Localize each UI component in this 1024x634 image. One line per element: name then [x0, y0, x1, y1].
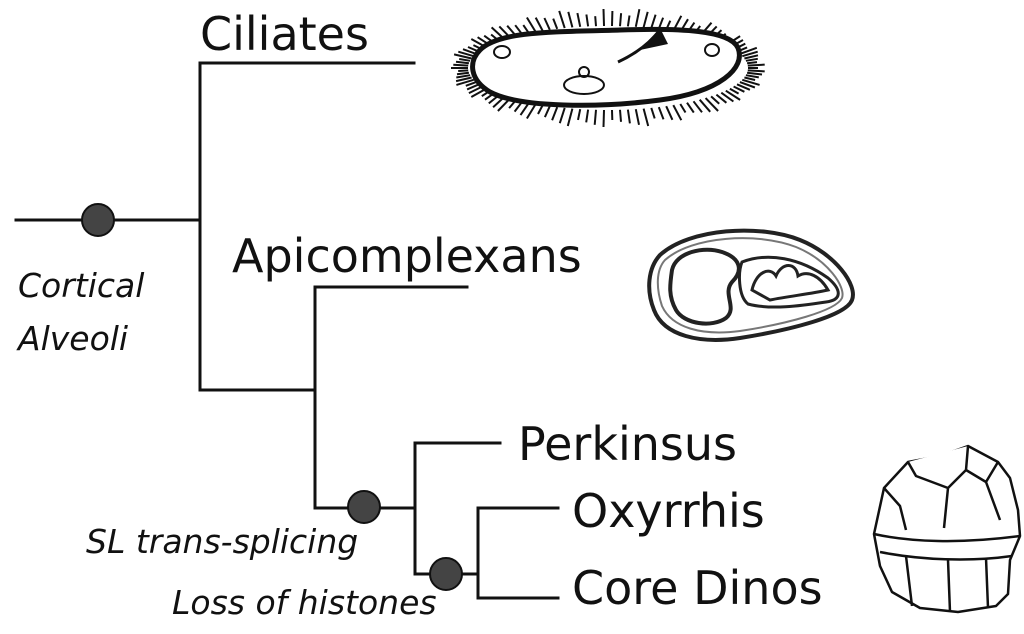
cortical-alveoli-node: [81, 203, 115, 237]
cilium: [744, 54, 759, 60]
cilium: [626, 109, 631, 124]
cilium: [747, 69, 765, 73]
taxon-label-core-dinos: Core Dinos: [572, 561, 823, 615]
event-label-sl-trans-splicing: SL trans-splicing: [86, 522, 358, 561]
cilium: [458, 50, 474, 58]
cilium: [657, 106, 665, 120]
loss-of-histones-node: [429, 557, 463, 591]
cilium: [745, 74, 759, 79]
cilium: [453, 53, 472, 60]
cilium: [672, 104, 683, 121]
cilium: [577, 108, 582, 121]
event-label-cortical-alveoli-line1: Cortical: [18, 266, 144, 305]
cilium: [733, 85, 745, 93]
cilium: [686, 102, 695, 114]
dinoflagellate-illustration: [872, 444, 1022, 614]
cilium: [710, 95, 720, 105]
cilium: [642, 11, 649, 28]
cilium: [602, 109, 605, 128]
cilium: [558, 107, 566, 124]
tree-branches: [14, 61, 560, 600]
cilium: [462, 48, 477, 55]
ciliate-illustration: [451, 8, 765, 128]
cilium: [642, 108, 650, 127]
cilium: [692, 100, 703, 113]
taxon-label-ciliates: Ciliates: [200, 7, 369, 61]
cilium: [619, 13, 623, 27]
cilium: [746, 61, 758, 65]
cilium: [534, 17, 544, 32]
cilium: [747, 63, 765, 67]
cilium: [543, 105, 551, 118]
cilium: [746, 71, 763, 76]
cilium: [526, 16, 537, 33]
cilium: [725, 89, 741, 101]
cilium: [634, 108, 640, 126]
cilium: [650, 107, 656, 119]
cilium: [650, 14, 657, 29]
sl-trans-splicing-node: [347, 490, 381, 524]
cilium: [455, 76, 472, 83]
cilium: [739, 46, 758, 55]
cilium: [558, 10, 566, 29]
cilium: [567, 11, 574, 28]
apicomplexan-illustration: [647, 228, 855, 342]
cilium: [526, 103, 537, 120]
cilium: [465, 81, 477, 87]
cilium: [602, 8, 605, 27]
cilium: [456, 78, 474, 86]
cilium: [458, 69, 469, 72]
event-label-cortical-alveoli-line2: Alveoli: [16, 319, 128, 358]
cilium: [456, 74, 471, 79]
cilium: [585, 109, 590, 123]
cilium: [594, 16, 597, 27]
cilium: [593, 109, 597, 125]
cilium: [745, 57, 758, 62]
cilium: [729, 87, 740, 95]
cilium: [459, 58, 471, 62]
cilium: [576, 12, 582, 28]
taxon-label-apicomplexans: Apicomplexans: [232, 229, 582, 283]
cilium: [585, 14, 590, 27]
cilium: [665, 105, 674, 121]
cilium: [744, 76, 756, 81]
cilium: [519, 102, 530, 116]
cilium: [466, 83, 480, 91]
cilium: [626, 15, 631, 27]
cilium: [453, 63, 469, 67]
cilium: [566, 108, 574, 127]
taxon-label-oxyrrhis: Oxyrrhis: [572, 484, 765, 538]
cilium: [698, 99, 711, 113]
cilium: [552, 18, 559, 30]
cilium: [715, 93, 728, 104]
cilium: [619, 109, 622, 122]
cilium: [736, 83, 751, 91]
cilium: [742, 78, 760, 86]
cilium: [455, 60, 470, 65]
cilium: [551, 106, 559, 121]
cilium: [537, 104, 544, 115]
cilium: [739, 81, 756, 89]
cilium: [704, 97, 719, 112]
cilium: [456, 71, 470, 76]
cilium: [742, 50, 758, 58]
event-label-loss-of-histones: Loss of histones: [172, 583, 437, 622]
cilium: [679, 103, 687, 114]
cilium: [720, 91, 734, 103]
cilium: [543, 17, 551, 31]
cilium: [634, 8, 641, 28]
taxon-label-perkinsus: Perkinsus: [518, 417, 737, 471]
